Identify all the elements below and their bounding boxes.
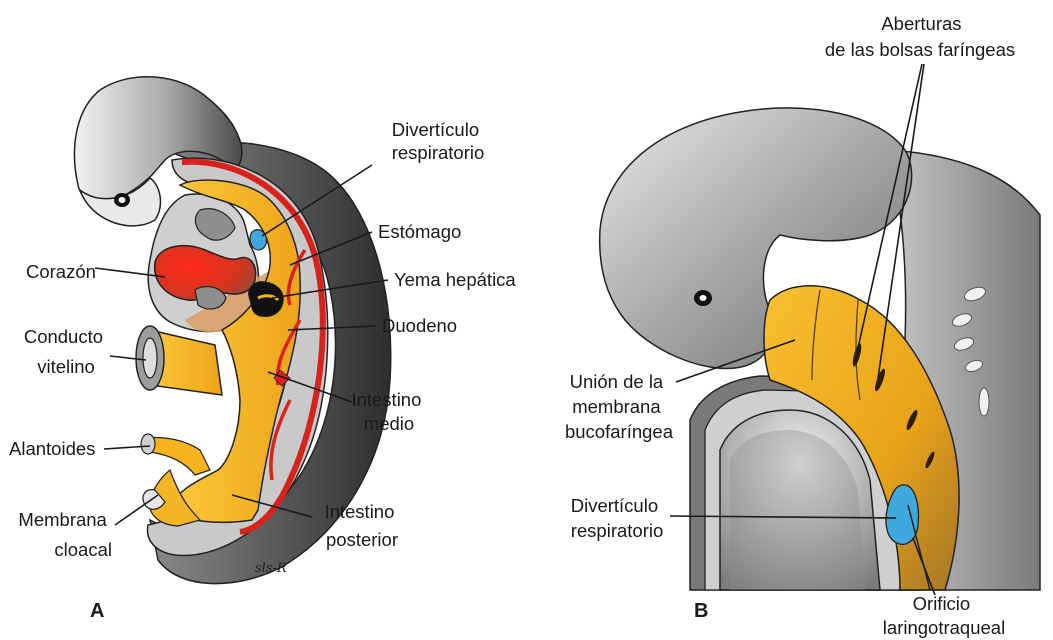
label-estomago: Estómago <box>378 221 461 242</box>
label-duodeno: Duodeno <box>382 315 457 336</box>
label-alantoides: Alantoides <box>9 438 95 459</box>
label-yema-hepatica: Yema hepática <box>394 269 516 290</box>
label-orificio: Orificio laringotraqueal <box>883 593 1005 638</box>
label-union-membrana: Unión de la membrana bucofaríngea <box>565 371 674 442</box>
label-intestino-posterior: Intestino posterior <box>324 501 399 550</box>
label-diverticulo-respiratorio-b: Divertículo respiratorio <box>571 495 664 541</box>
label-aberturas: Aberturas de las bolsas faríngeas <box>825 13 1015 60</box>
panel-letter-b: B <box>694 600 708 622</box>
label-corazon: Corazón <box>26 261 96 282</box>
panel-letter-a: A <box>90 600 104 622</box>
artist-signature: sls-R <box>255 561 287 576</box>
label-membrana-cloacal: Membrana cloacal <box>18 509 112 560</box>
label-conducto-vitelino: Conducto vitelino <box>24 326 108 377</box>
label-diverticulo-respiratorio-a: Divertículo respiratorio <box>392 119 485 163</box>
respiratory-diverticulum-a <box>250 230 266 250</box>
